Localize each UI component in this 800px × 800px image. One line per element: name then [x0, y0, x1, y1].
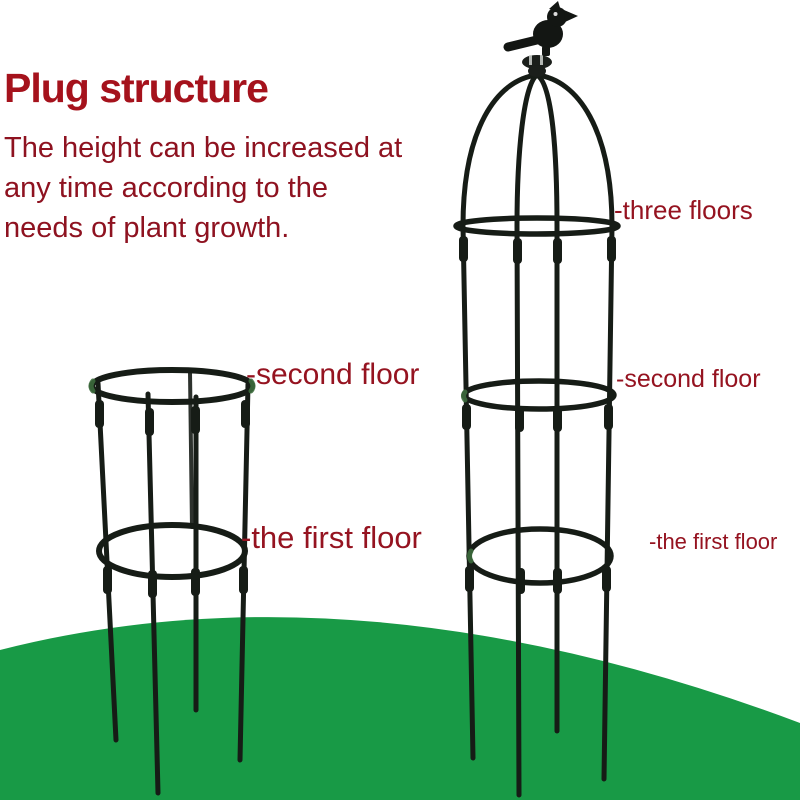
intro-description-line-2: any time according to the [4, 172, 329, 204]
bird-finial-icon [503, 1, 578, 56]
intro-description-line-1: The height can be increased at [4, 132, 403, 164]
intro-description: The height can be increased at any time … [4, 128, 402, 248]
finial-collar [522, 55, 552, 77]
label-second-floor-short: -second floor [246, 358, 420, 391]
intro-description-line-3: needs of plant growth. [4, 212, 290, 244]
page-title: Plug structure [4, 65, 269, 111]
label-three-floors: -three floors [614, 195, 753, 225]
label-first-floor-short: -the first floor [241, 520, 422, 555]
label-second-floor-tall: -second floor [616, 365, 761, 393]
label-first-floor-tall: -the first floor [649, 529, 778, 554]
short-trellis-illustration [88, 367, 256, 796]
grass-hill [0, 617, 800, 800]
tall-trellis-illustration [453, 1, 621, 798]
